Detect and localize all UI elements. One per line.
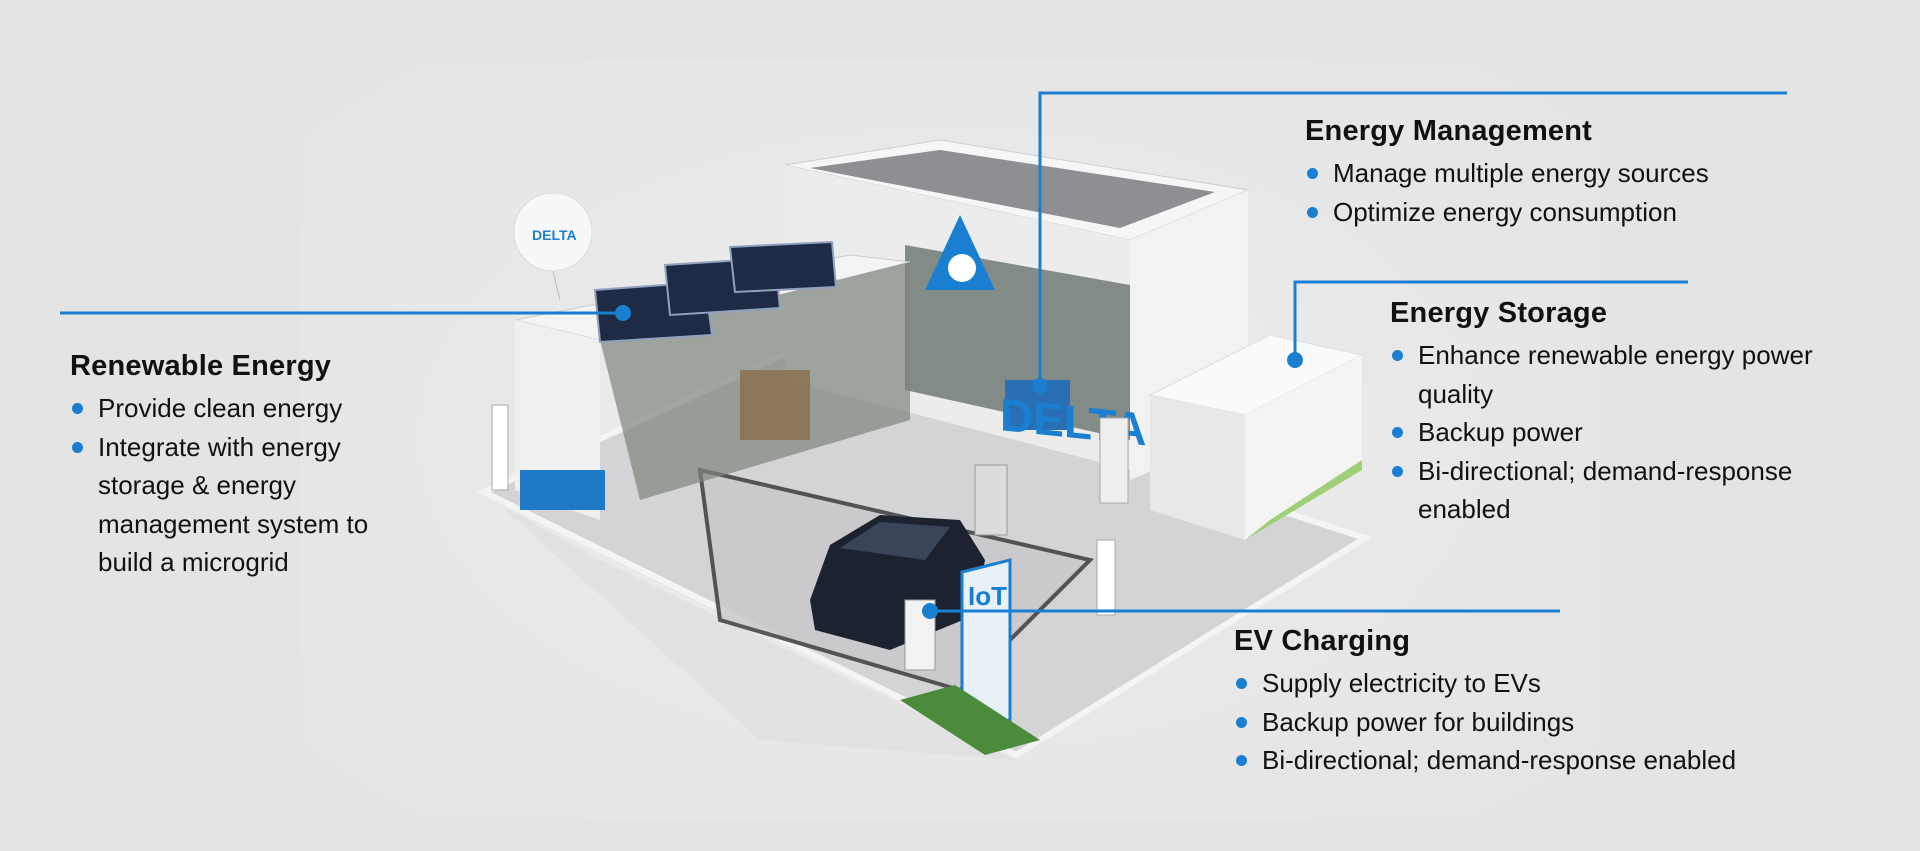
storage-container-front bbox=[1150, 395, 1245, 540]
energy-management-section: Energy Management Manage multiple energy… bbox=[1305, 115, 1825, 231]
bullet-item: Supply electricity to EVs bbox=[1234, 664, 1834, 703]
floor-reflection bbox=[500, 505, 1016, 760]
callout-dot bbox=[1032, 378, 1048, 394]
solar-roof bbox=[810, 150, 1215, 228]
ev-charging-section: EV Charging Supply electricity to EVs Ba… bbox=[1234, 625, 1834, 780]
bullet-item: Provide clean energy bbox=[70, 389, 430, 428]
ev-charger bbox=[1096, 539, 1116, 616]
bullet-item: Bi-directional; demand-response enabled bbox=[1390, 452, 1840, 529]
balloon-logo-text: DELTA bbox=[532, 227, 577, 243]
callout-management bbox=[1038, 91, 1787, 386]
bullet-item: Backup power bbox=[1390, 413, 1840, 452]
ev-charger bbox=[491, 404, 509, 491]
bullet-item: Manage multiple energy sources bbox=[1305, 154, 1825, 193]
solar-panel bbox=[728, 240, 838, 294]
bullet-item: Enhance renewable energy power quality bbox=[1390, 336, 1840, 413]
renewable-energy-section: Renewable Energy Provide clean energy In… bbox=[70, 350, 430, 582]
section-title: EV Charging bbox=[1234, 625, 1411, 657]
delta-logo-icon bbox=[925, 215, 995, 290]
section-title: Renewable Energy bbox=[70, 350, 332, 382]
energy-storage-section: Energy Storage Enhance renewable energy … bbox=[1390, 297, 1840, 529]
bullet-item: Backup power for buildings bbox=[1234, 703, 1834, 742]
section-title: Energy Management bbox=[1305, 115, 1593, 147]
storage-container-side bbox=[1245, 355, 1362, 540]
callout-storage bbox=[1293, 280, 1688, 360]
callout-dot bbox=[1287, 352, 1303, 368]
bullet-item: Bi-directional; demand-response enabled bbox=[1234, 741, 1834, 780]
section-title: Energy Storage bbox=[1390, 297, 1608, 329]
bullet-item: Optimize energy consumption bbox=[1305, 193, 1825, 232]
blue-box bbox=[520, 470, 605, 510]
ev-charger bbox=[974, 464, 1008, 536]
bullet-item: Integrate with energy storage & energy m… bbox=[70, 428, 430, 582]
callout-dot bbox=[615, 305, 631, 321]
ev-charger bbox=[1099, 417, 1129, 504]
iot-sign-text: IoT bbox=[968, 581, 1007, 611]
callout-dot bbox=[922, 603, 938, 619]
shelf bbox=[740, 370, 810, 440]
iot-sign bbox=[960, 558, 1012, 732]
glass-front bbox=[905, 245, 1130, 440]
grass-patch bbox=[900, 685, 1040, 755]
